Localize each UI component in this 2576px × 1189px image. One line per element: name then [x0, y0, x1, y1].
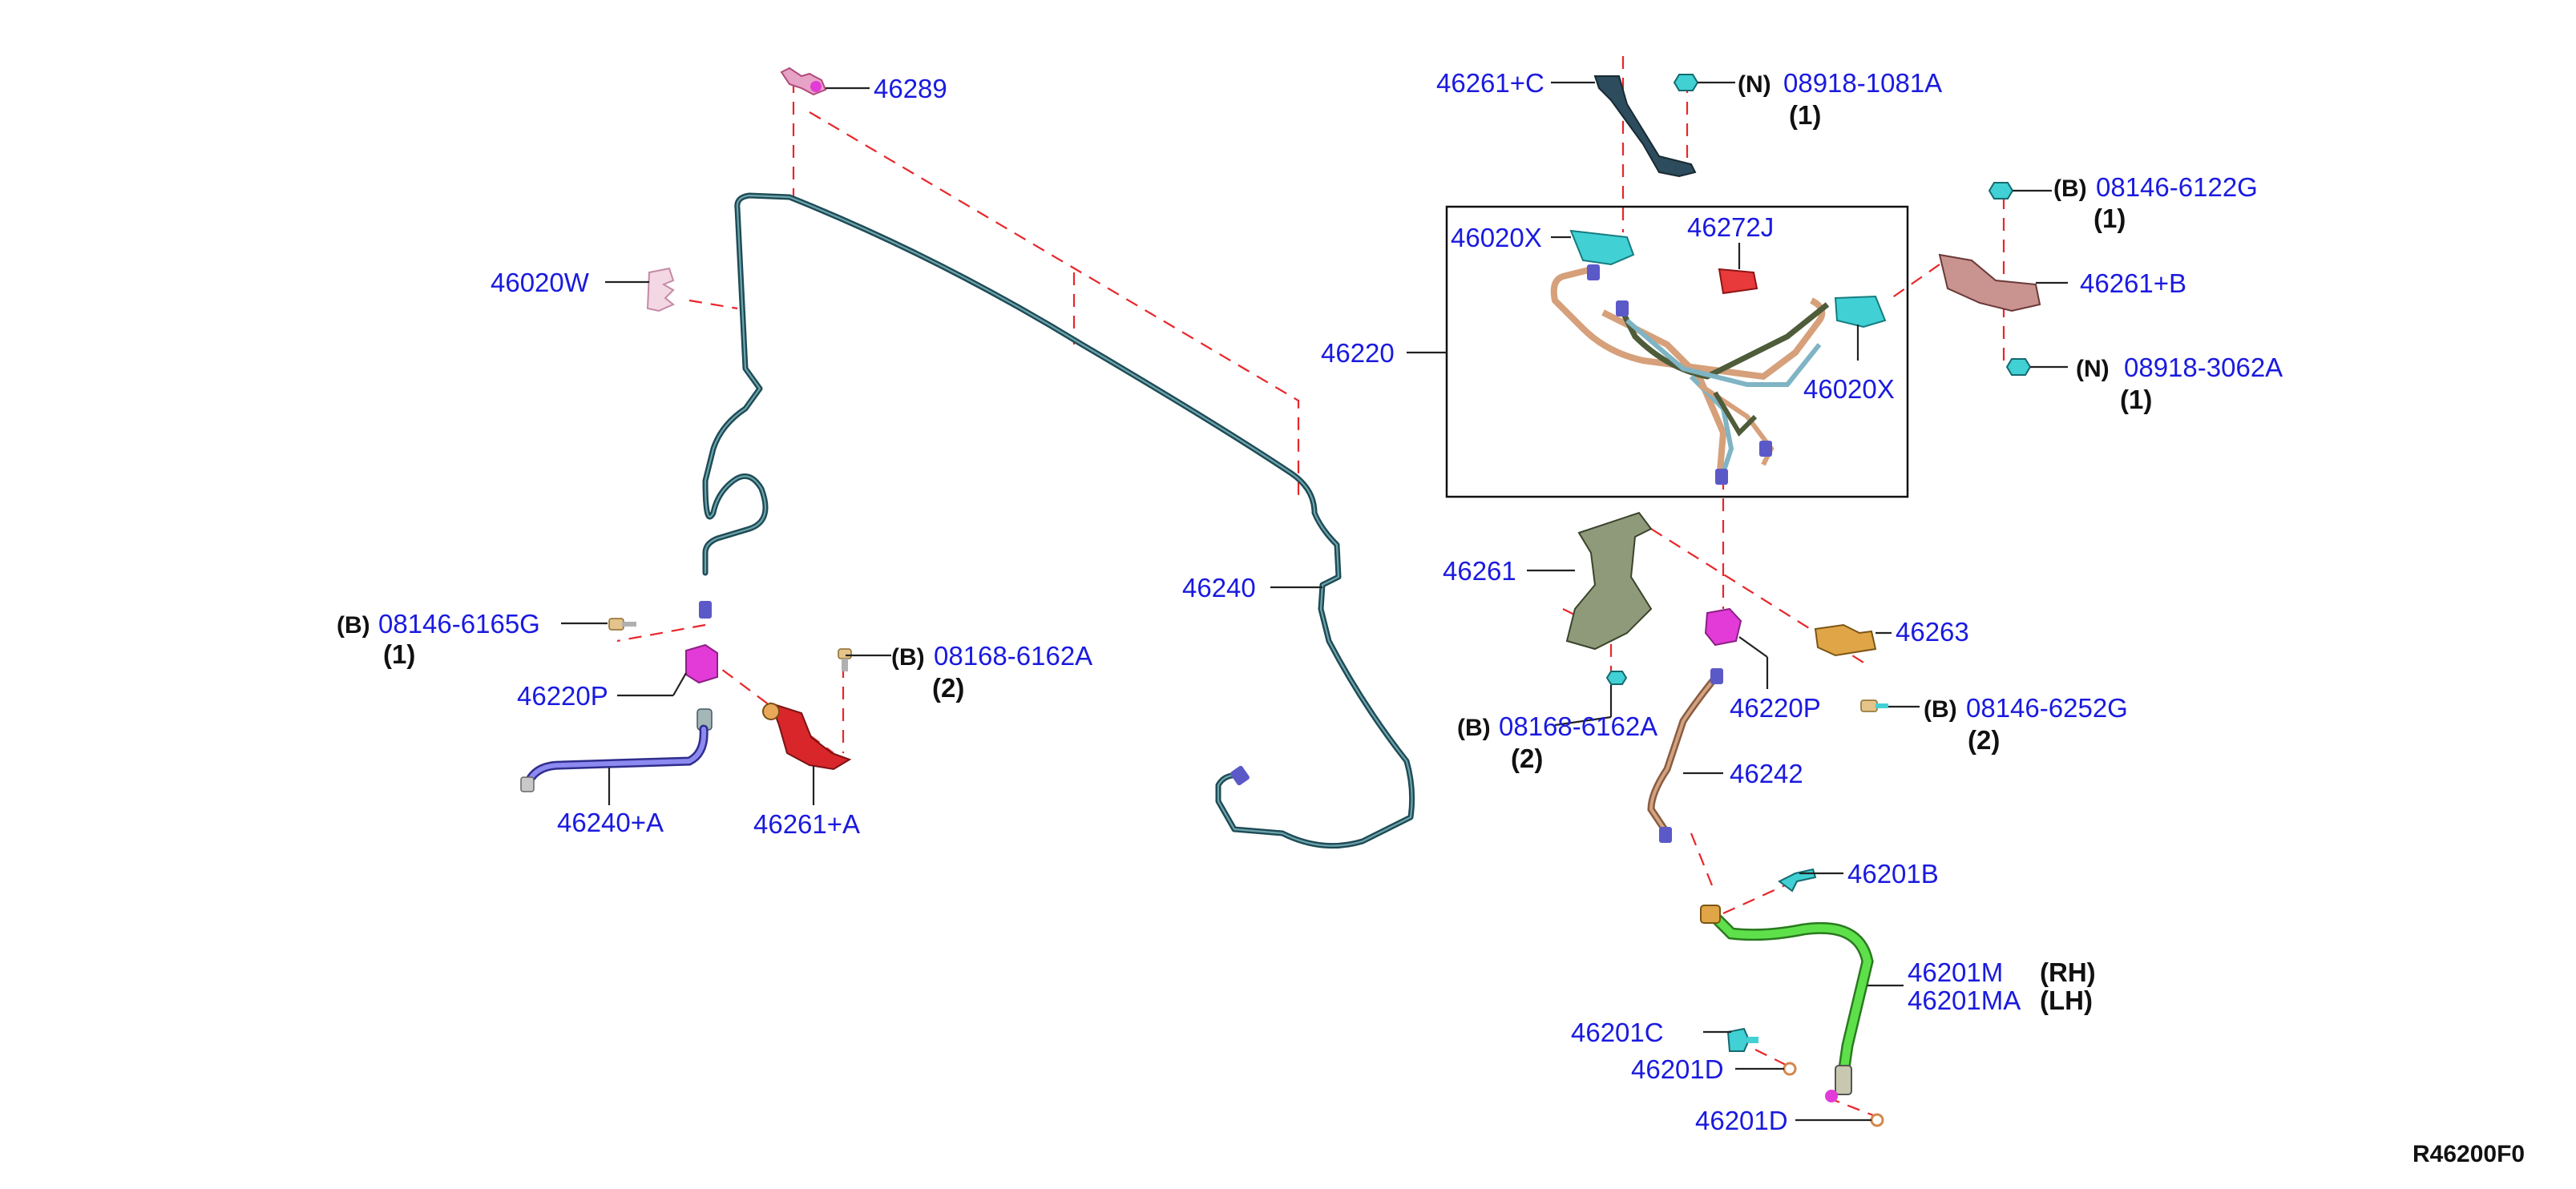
label-46201M: 46201M: [1908, 957, 2003, 987]
part-labels: 46289 46020W (B) 08146-6165G (1) 46220P …: [337, 68, 2525, 1167]
brake-tube-assembly-46220: [1550, 264, 1830, 485]
hose-46240-A: [520, 724, 709, 792]
brake-hose-46201M: [1700, 905, 1874, 1102]
connector-46220P-right: [1704, 607, 1742, 647]
label-bolt-08146-6252G-number: 08146-6252G: [1966, 693, 2128, 723]
label-46201M-side: (RH): [2040, 957, 2096, 987]
bracket-46261-A: [762, 702, 852, 771]
label-46220P-right: 46220P: [1730, 693, 1821, 723]
label-46201D-b: 46201D: [1695, 1106, 1788, 1135]
label-nut-right-prefix: (N): [2076, 356, 2110, 382]
leader-lines: [561, 81, 2068, 1122]
label-46020X-a: 46020X: [1451, 223, 1542, 252]
bolt-08146-6165G-left: [608, 618, 636, 631]
label-bolt-08168-right-prefix: (B): [1457, 715, 1491, 741]
label-bolt-08146-6252G-qty: (2): [1968, 725, 2000, 755]
label-46240-A: 46240+A: [557, 808, 664, 837]
label-46201B: 46201B: [1847, 859, 1939, 889]
bracket-46261-C: [1593, 75, 1697, 178]
label-46201C: 46201C: [1571, 1018, 1664, 1047]
bolt-08146-6252G: [1860, 699, 1888, 712]
clip-46020W: [646, 267, 675, 312]
clip-46272J: [1718, 268, 1758, 295]
brake-pipe-46240: [699, 192, 1415, 849]
label-46242: 46242: [1730, 759, 1803, 788]
label-bolt-left-number: 08146-6165G: [378, 609, 540, 639]
label-bolt-08168-left-qty: (2): [932, 673, 964, 703]
washer-46201D-b: [1870, 1113, 1884, 1127]
bracket-46261: [1565, 511, 1653, 651]
nut-08918-3062A: [2005, 358, 2032, 376]
connector-46220P-left: [685, 643, 718, 731]
label-nut-top-number: 08918-1081A: [1783, 68, 1942, 98]
label-bolt-right-top-qty: (1): [2094, 204, 2126, 233]
label-nut-right-qty: (1): [2120, 385, 2152, 414]
label-nut-top-prefix: (N): [1738, 71, 1771, 98]
label-46263: 46263: [1896, 617, 1969, 647]
dashed-assembly-guides: [616, 56, 2005, 1119]
label-bolt-left-qty: (1): [383, 639, 415, 669]
label-46261-C: 46261+C: [1436, 68, 1544, 98]
label-46261-B: 46261+B: [2080, 268, 2186, 298]
bolt-08168-6162A-right: [1605, 671, 1628, 685]
label-bolt-right-top-number: 08146-6122G: [2096, 172, 2258, 202]
label-bolt-08168-right-qty: (2): [1511, 744, 1543, 773]
nut-08918-1081A: [1673, 74, 1699, 91]
clip-46263: [1814, 623, 1877, 657]
label-46201MA-side: (LH): [2040, 985, 2093, 1015]
label-bolt-08146-6252G-prefix: (B): [1924, 696, 1957, 723]
bolt-08146-6122G: [1988, 182, 2014, 200]
pipe-46242: [1647, 668, 1723, 843]
label-bolt-08168-left-number: 08168-6162A: [934, 641, 1092, 671]
clip-46289: [780, 67, 827, 96]
label-bolt-left-prefix: (B): [337, 612, 370, 639]
bolt-08168-6162A-left: [838, 648, 852, 671]
clip-46020X-a: [1569, 229, 1635, 266]
washer-46201D-a: [1783, 1062, 1797, 1076]
label-bolt-08168-left-prefix: (B): [891, 644, 925, 671]
label-46289: 46289: [874, 74, 947, 103]
label-46020W: 46020W: [491, 268, 590, 297]
label-46220P-left: 46220P: [517, 681, 608, 711]
label-46240: 46240: [1182, 573, 1256, 603]
label-46020X-b: 46020X: [1803, 374, 1895, 404]
label-46261-A: 46261+A: [753, 809, 860, 839]
bracket-46261-B: [1938, 253, 2041, 312]
label-nut-top-qty: (1): [1789, 100, 1821, 130]
label-46272J: 46272J: [1687, 212, 1774, 242]
label-46220: 46220: [1321, 338, 1395, 368]
clip-46201B: [1778, 868, 1817, 893]
label-nut-right-number: 08918-3062A: [2124, 353, 2283, 382]
label-46201D-a: 46201D: [1631, 1054, 1724, 1084]
clip-46020X-b: [1834, 295, 1887, 328]
label-46261: 46261: [1443, 556, 1516, 586]
diagram-code: R46200F0: [2412, 1141, 2525, 1167]
bolt-46201C: [1726, 1027, 1758, 1052]
label-bolt-08168-right-number: 08168-6162A: [1499, 711, 1657, 741]
label-46201MA: 46201MA: [1908, 985, 2021, 1015]
label-bolt-right-top-prefix: (B): [2053, 175, 2087, 202]
